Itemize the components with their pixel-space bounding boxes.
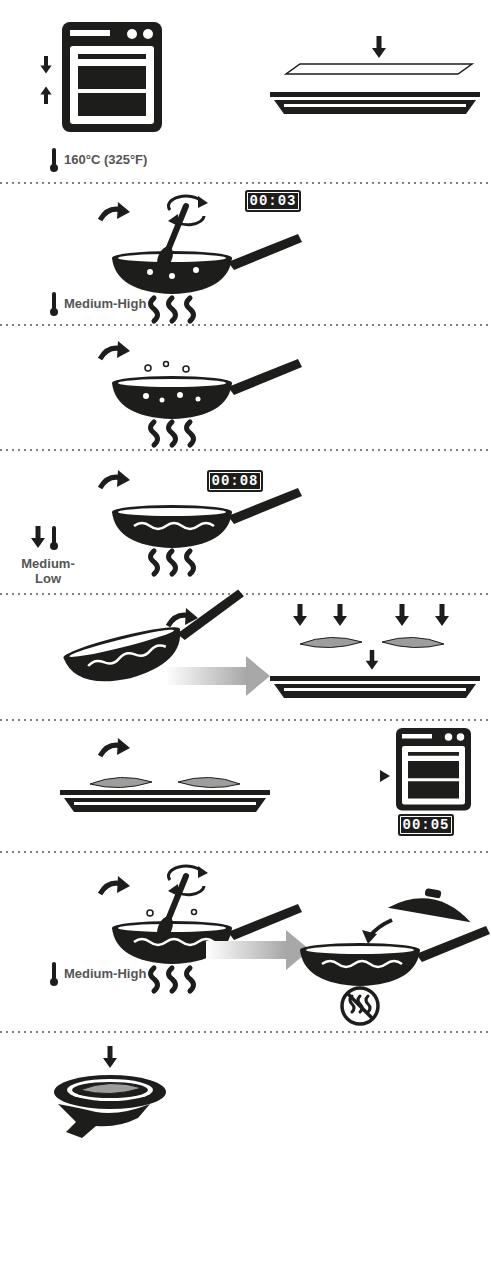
transfer-arrow bbox=[206, 930, 310, 970]
fish-fillet bbox=[300, 637, 362, 647]
fish-fillet bbox=[178, 777, 240, 787]
burner-flames bbox=[151, 968, 194, 991]
pan-contents bbox=[147, 267, 199, 279]
add-arrow bbox=[100, 202, 130, 220]
down-arrow bbox=[366, 650, 379, 670]
down-arrow bbox=[372, 36, 386, 58]
heat-off-symbol bbox=[342, 988, 378, 1024]
add-arrow bbox=[100, 470, 130, 488]
down-arrow bbox=[395, 604, 409, 626]
frying-pan bbox=[112, 234, 302, 294]
add-arrow bbox=[100, 341, 130, 359]
divider bbox=[0, 182, 491, 184]
insert-arrow bbox=[380, 770, 390, 782]
timer-text: 00:03 bbox=[249, 193, 296, 209]
temperature-label: Medium-High bbox=[64, 966, 146, 981]
oven-icon bbox=[396, 728, 471, 811]
burner-flames bbox=[151, 422, 194, 445]
lower-heat-arrow bbox=[31, 526, 45, 548]
divider bbox=[0, 719, 491, 721]
down-arrow bbox=[293, 604, 307, 626]
transfer-arrow bbox=[166, 656, 270, 696]
divider bbox=[0, 449, 491, 451]
fish-fillet bbox=[90, 777, 152, 787]
temperature-label: Medium-High bbox=[64, 296, 146, 311]
rack-arrow bbox=[40, 56, 51, 74]
place-arrow bbox=[100, 738, 130, 756]
thermometer-icon bbox=[50, 526, 58, 550]
sauce-line bbox=[134, 523, 214, 529]
divider bbox=[0, 1031, 491, 1033]
frying-pan bbox=[112, 359, 302, 419]
serving-hand bbox=[58, 1104, 150, 1138]
down-arrow bbox=[435, 604, 449, 626]
divider bbox=[0, 324, 491, 326]
frying-pan bbox=[112, 488, 302, 548]
add-arrow bbox=[100, 876, 130, 894]
fish-fillet bbox=[382, 637, 444, 647]
burner-flames bbox=[151, 551, 194, 574]
sauce-line bbox=[322, 961, 402, 967]
sauce-line bbox=[87, 644, 166, 669]
pour-arrow bbox=[168, 608, 198, 626]
timer-display: 00:03 bbox=[245, 190, 301, 212]
baking-tray bbox=[270, 92, 480, 114]
rack-arrow bbox=[40, 86, 51, 104]
down-arrow bbox=[333, 604, 347, 626]
timer-text: 00:05 bbox=[402, 817, 449, 833]
stir-spoon bbox=[154, 196, 208, 272]
baking-tray bbox=[60, 790, 270, 812]
bubbles bbox=[143, 362, 201, 403]
divider bbox=[0, 593, 491, 595]
down-arrow bbox=[103, 1046, 117, 1068]
pan-lid bbox=[388, 882, 475, 922]
cover-arrow-head bbox=[362, 930, 377, 944]
parchment-sheet bbox=[286, 64, 472, 74]
timer-display: 00:08 bbox=[207, 470, 263, 492]
timer-text: 00:08 bbox=[211, 473, 258, 489]
fish-fillet bbox=[80, 1083, 142, 1093]
divider bbox=[0, 851, 491, 853]
thermometer-icon bbox=[50, 292, 58, 316]
oven-icon bbox=[62, 22, 162, 132]
frying-pan bbox=[300, 926, 490, 986]
heat-level-label: Medium- Low bbox=[20, 556, 76, 586]
serving-plate bbox=[54, 1075, 166, 1109]
timer-display: 00:05 bbox=[398, 814, 454, 836]
stir-spoon bbox=[154, 866, 208, 942]
section-dividers bbox=[0, 183, 491, 1032]
sauce-line bbox=[134, 939, 214, 945]
baking-tray bbox=[270, 676, 480, 698]
temperature-label: 160°C (325°F) bbox=[64, 152, 147, 167]
thermometer-icon bbox=[50, 962, 58, 986]
thermometer-icon bbox=[50, 148, 58, 172]
burner-flames bbox=[151, 298, 194, 321]
